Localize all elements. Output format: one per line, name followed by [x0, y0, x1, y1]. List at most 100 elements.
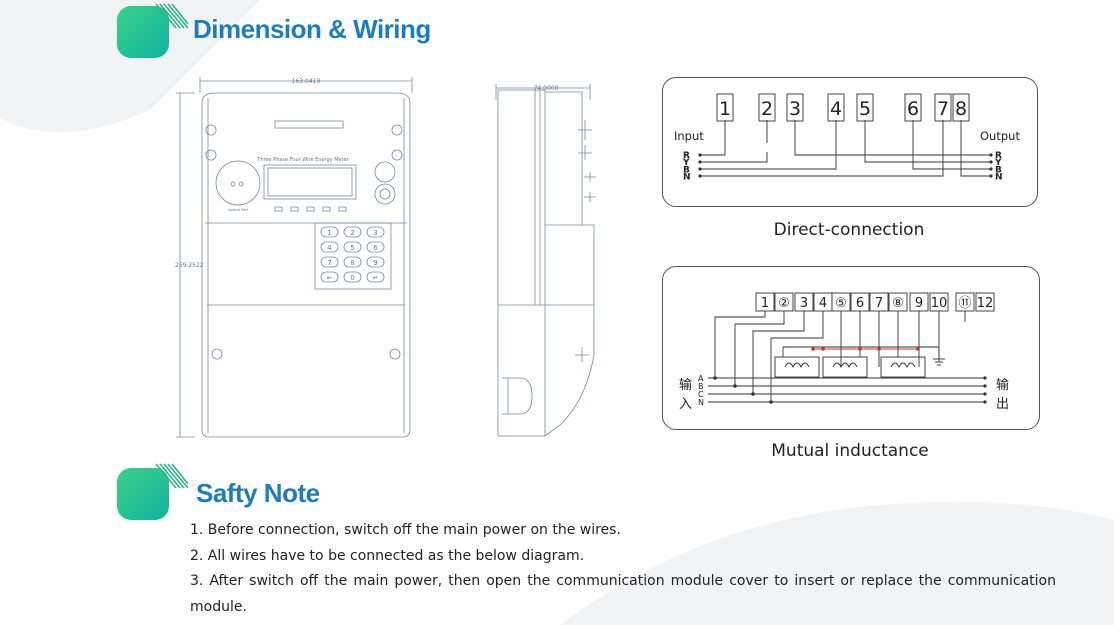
keypad-key: ← [320, 271, 339, 283]
terminal: 2 [758, 93, 776, 122]
svg-text:5: 5 [350, 244, 354, 252]
direct-connection-caption: Direct-connection [773, 220, 925, 240]
output-label: Output [980, 129, 1020, 143]
phase-label-out: B [995, 165, 1002, 175]
height-dimension: 259.2522 [175, 262, 204, 269]
optical-port-label: Optical Port [228, 208, 249, 212]
svg-text:0: 0 [350, 274, 354, 282]
svg-text:←: ← [327, 274, 333, 282]
meter-label: Three Phase Four Wire Energy Meter [256, 157, 349, 163]
phase-label: C [698, 390, 704, 399]
svg-text:2: 2 [350, 229, 354, 237]
keypad: 1 2 3 4 5 6 7 8 9 ← 0 ↵ [320, 226, 385, 283]
svg-text:5: 5 [859, 98, 871, 120]
svg-text:6: 6 [907, 98, 919, 120]
svg-text:⑪: ⑪ [958, 296, 971, 311]
section-icon [117, 6, 169, 58]
terminal: ⑪ [955, 292, 975, 312]
input-label: Input [674, 129, 704, 143]
note-item: 2. All wires have to be connected as the… [190, 547, 585, 564]
svg-text:9: 9 [373, 259, 377, 267]
terminal: 4 [827, 93, 845, 122]
svg-text:6: 6 [856, 296, 864, 311]
svg-text:7: 7 [937, 98, 949, 120]
input-char-2: 入 [679, 397, 692, 412]
svg-text:8: 8 [350, 259, 354, 267]
terminal: 1 [755, 292, 775, 312]
svg-text:7: 7 [875, 296, 883, 311]
mutual-inductance-caption: Mutual inductance [771, 441, 929, 461]
phase-label-out: R [995, 151, 1002, 161]
note-item: 3. After switch off the main power, then… [190, 573, 1056, 615]
output-char-2: 出 [996, 397, 1009, 412]
terminal: ⑧ [888, 292, 908, 312]
svg-text:1: 1 [761, 296, 769, 311]
section-icon [117, 468, 169, 520]
keypad-key: 5 [343, 241, 362, 253]
svg-text:10: 10 [931, 296, 948, 311]
input-char-1: 输 [679, 377, 692, 393]
width-dimension: 163.0413 [292, 78, 321, 85]
terminal: 4 [813, 292, 833, 312]
stripes-icon [155, 463, 188, 489]
svg-text:12: 12 [977, 296, 994, 311]
phase-label: N [698, 398, 704, 407]
svg-text:4: 4 [819, 296, 827, 311]
terminal: 7 [934, 93, 952, 122]
keypad-key: 8 [343, 256, 362, 268]
stripes-icon [155, 3, 188, 29]
svg-text:②: ② [778, 296, 790, 311]
terminal: 10 [929, 292, 949, 312]
svg-text:1: 1 [327, 229, 331, 237]
svg-text:4: 4 [327, 244, 332, 252]
terminal: 6 [904, 93, 922, 122]
terminal: 5 [856, 93, 874, 122]
meter-side-drawing: 74.0000 [495, 84, 596, 437]
section-title-wiring: Dimension & Wiring [193, 14, 431, 44]
keypad-key: 3 [366, 226, 385, 238]
terminal: 8 [952, 93, 970, 122]
terminal: 12 [975, 292, 995, 312]
section-title-safety: Safty Note [196, 478, 320, 508]
keypad-key: 1 [320, 226, 339, 238]
terminal: ② [774, 292, 794, 312]
meter-front-drawing: Three Phase Four Wire Energy Meter Optic… [175, 77, 413, 438]
terminal: ⑤ [831, 292, 851, 312]
terminal: 9 [909, 292, 929, 312]
terminal: 7 [869, 292, 889, 312]
svg-text:↵: ↵ [373, 274, 379, 282]
svg-text:3: 3 [373, 229, 377, 237]
phase-label-out: N [995, 173, 1003, 183]
phase-label-out: Y [994, 158, 1002, 168]
terminal: 3 [786, 93, 804, 122]
phase-label-in: N [683, 173, 691, 183]
svg-text:4: 4 [830, 98, 842, 120]
svg-text:8: 8 [955, 98, 967, 120]
svg-text:1: 1 [719, 98, 731, 120]
phase-label: A [698, 374, 704, 383]
svg-text:7: 7 [327, 259, 331, 267]
terminal: 6 [850, 292, 870, 312]
svg-text:3: 3 [800, 296, 808, 311]
phase-label-in: R [683, 151, 690, 161]
keypad-key: 2 [343, 226, 362, 238]
safety-notes: 1. Before connection, switch off the mai… [190, 518, 1056, 620]
svg-text:9: 9 [915, 296, 923, 311]
svg-text:6: 6 [373, 244, 378, 252]
phase-label-in: B [683, 165, 690, 175]
svg-text:⑤: ⑤ [835, 296, 847, 311]
keypad-key: 9 [366, 256, 385, 268]
note-item: 1. Before connection, switch off the mai… [190, 522, 621, 538]
keypad-key: ↵ [366, 271, 385, 283]
phase-label-in: Y [682, 158, 690, 168]
depth-dimension: 74.0000 [534, 85, 559, 92]
svg-text:2: 2 [761, 98, 773, 120]
terminal: 3 [794, 292, 814, 312]
terminal: 1 [716, 93, 734, 122]
output-char-1: 输 [996, 377, 1009, 393]
keypad-key: 7 [320, 256, 339, 268]
